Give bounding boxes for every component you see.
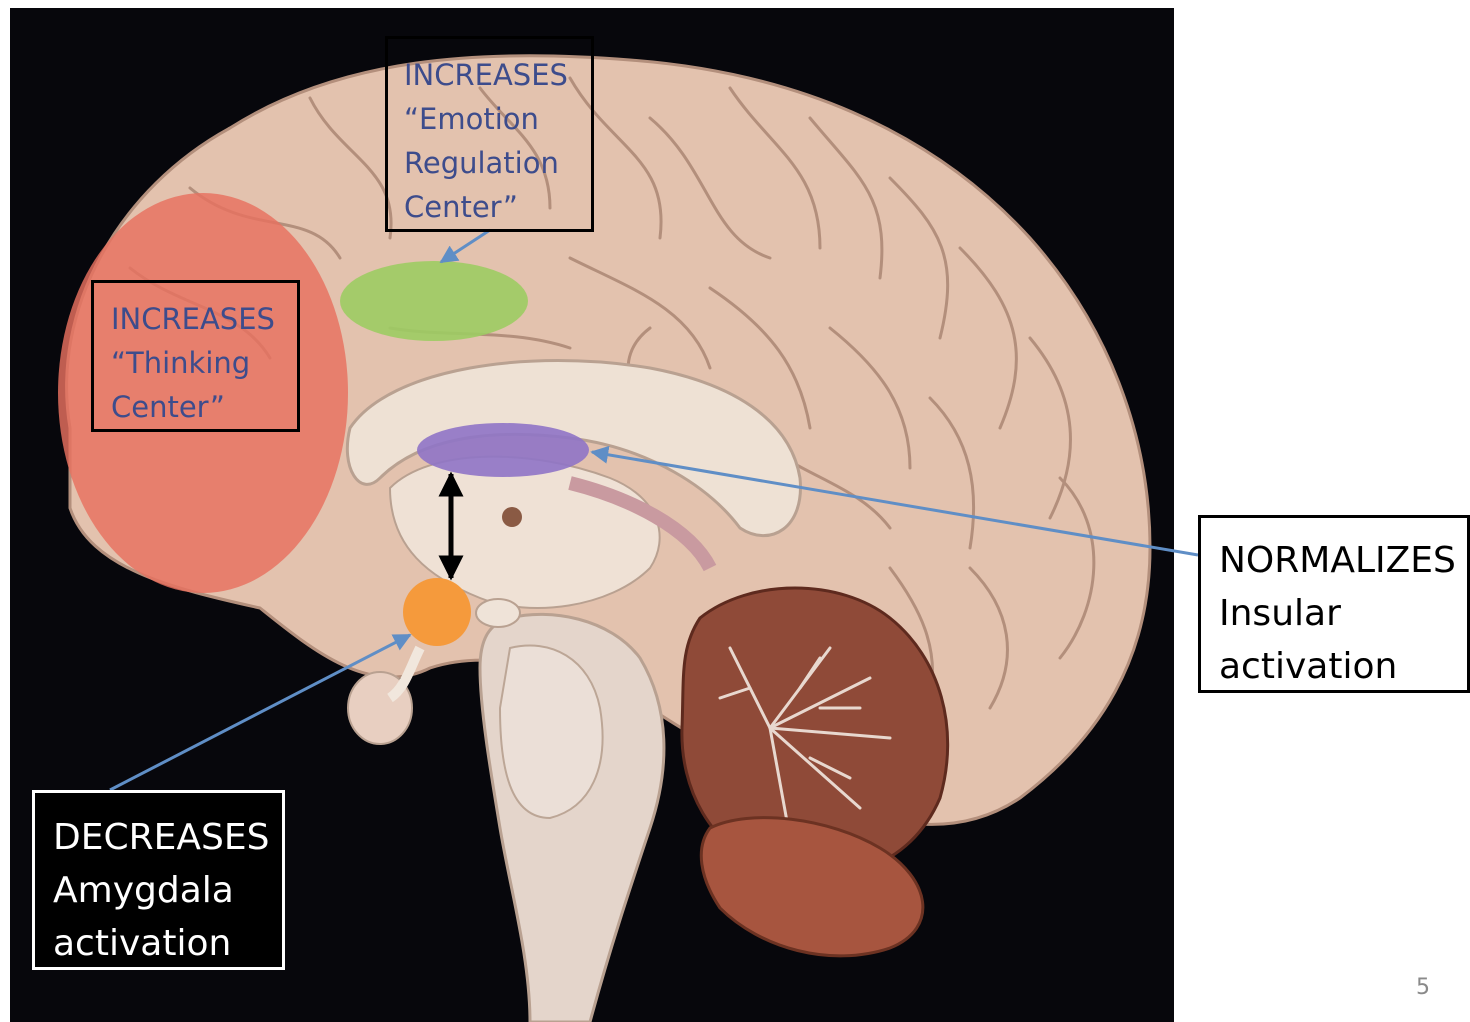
insula-region	[417, 423, 589, 477]
amygdala-text: DECREASES Amygdala activation	[53, 811, 282, 970]
emotion-regulation-text: INCREASES “Emotion Regulation Center”	[404, 53, 591, 229]
mass-intermedia	[502, 507, 522, 527]
insular-label: NORMALIZES Insular activation	[1198, 515, 1470, 693]
emotion-regulation-label: INCREASES “Emotion Regulation Center”	[385, 36, 594, 232]
amygdala-region	[403, 578, 471, 646]
page-number: 5	[1416, 975, 1430, 1000]
amygdala-label: DECREASES Amygdala activation	[32, 790, 285, 970]
emotion-regulation-region	[340, 261, 528, 341]
thinking-center-text: INCREASES “Thinking Center”	[111, 297, 297, 429]
thinking-center-label: INCREASES “Thinking Center”	[91, 280, 300, 432]
insular-text: NORMALIZES Insular activation	[1219, 534, 1467, 693]
mammillary-body	[476, 599, 520, 627]
